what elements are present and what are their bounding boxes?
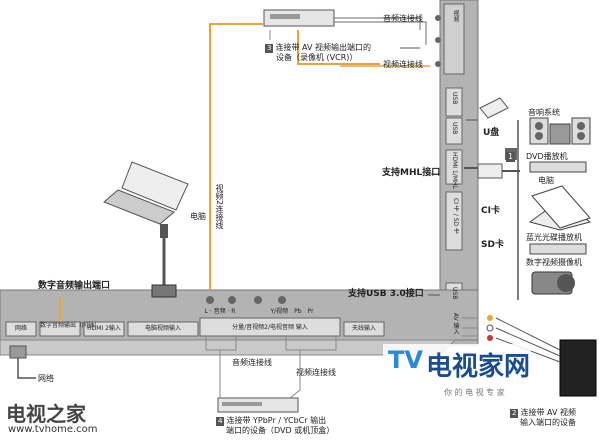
- digital-audio-out-label: 数字音频输出端口: [38, 281, 111, 291]
- watermark-slogan: 你 的 电 视 专 家: [444, 388, 505, 397]
- network-port: 网络: [14, 325, 27, 332]
- ci-card-label: CI卡: [481, 206, 500, 216]
- hdmi-mhl-port: HDMI 1/MHL: [451, 152, 458, 189]
- u-disk-label: U盘: [483, 128, 500, 138]
- av-input-port: AV 输入: [452, 313, 459, 335]
- av-device-badge: 2: [510, 409, 519, 418]
- video2-cable: [209, 23, 264, 290]
- watermark-brand: 电视家网: [426, 352, 531, 382]
- av-ports-top: 视频: [451, 10, 460, 22]
- ypbpr-note-badge: 4: [216, 417, 225, 426]
- usb3-label: 支持USB 3.0接口: [348, 289, 424, 299]
- watermark-bottom-site: www.tvhome.com: [8, 424, 98, 435]
- component-port: 分量/音视频2/电视音频 输入: [232, 324, 308, 331]
- vcr-note-badge: 3: [265, 44, 274, 53]
- usb-port-2: USB: [451, 122, 458, 135]
- network-label: 网络: [38, 374, 54, 383]
- watermark-tv-logo: TV: [388, 346, 423, 374]
- av-device-note-2: 输入端口的设备: [520, 418, 576, 427]
- av-device-text: 连接带 AV 视频: [520, 408, 576, 417]
- audio-cable-top: 音频连接线: [383, 14, 423, 23]
- dvd-label: DVD播放机: [526, 152, 568, 161]
- vcr-note-2: 设备（录像机 (VCR)）: [276, 53, 358, 62]
- ypbpr-note-2: 端口的设备（DVD 或机顶盒）: [226, 426, 335, 435]
- ci-sd-port: CI 卡 / SD 卡: [452, 198, 459, 235]
- hifi-label: 音响系统: [528, 108, 560, 117]
- device-badge-1: 1: [506, 152, 516, 162]
- mhl-label: 支持MHL接口: [382, 168, 441, 178]
- vcr-note-text: 连接带 AV 视频输出端口的: [275, 43, 371, 52]
- watermark-box: [383, 344, 531, 402]
- pc-label: 电脑: [190, 212, 206, 221]
- video-cable-bottom: 视频连接线: [296, 368, 336, 377]
- av-device: [559, 339, 597, 397]
- pc-input-port: 电脑视频输入: [144, 325, 181, 332]
- ypbpr-note-text: 连接带 YPbPr / YCbCr 输出: [226, 416, 327, 425]
- av-left-port: L · 音频 · R: [204, 308, 236, 315]
- camcorder-label: 数字视频摄像机: [526, 258, 582, 267]
- digital-audio-port: 数字音频输出（同轴）: [40, 322, 101, 329]
- sd-card-label: SD卡: [481, 240, 504, 250]
- computer-label: 电脑: [538, 176, 554, 185]
- ypbpr-header: Y/视频 Pb Pr: [270, 308, 314, 315]
- av-port-video: 视频: [452, 10, 459, 22]
- hdmi2-port: HDMI 2输入: [87, 325, 121, 332]
- usb-port-1: USB: [451, 92, 458, 105]
- usb-port-3: USB: [451, 287, 458, 300]
- antenna-port: 天线输入: [351, 325, 376, 332]
- bluray-label: 蓝光光碟播放机: [526, 233, 582, 242]
- audio-cable-bottom: 音频连接线: [232, 358, 272, 367]
- watermark-bottom-brand: 电视之家: [6, 402, 86, 426]
- video2-cable-label: 视频2连接线: [215, 184, 224, 230]
- video-cable-top: 视频连接线: [383, 60, 423, 69]
